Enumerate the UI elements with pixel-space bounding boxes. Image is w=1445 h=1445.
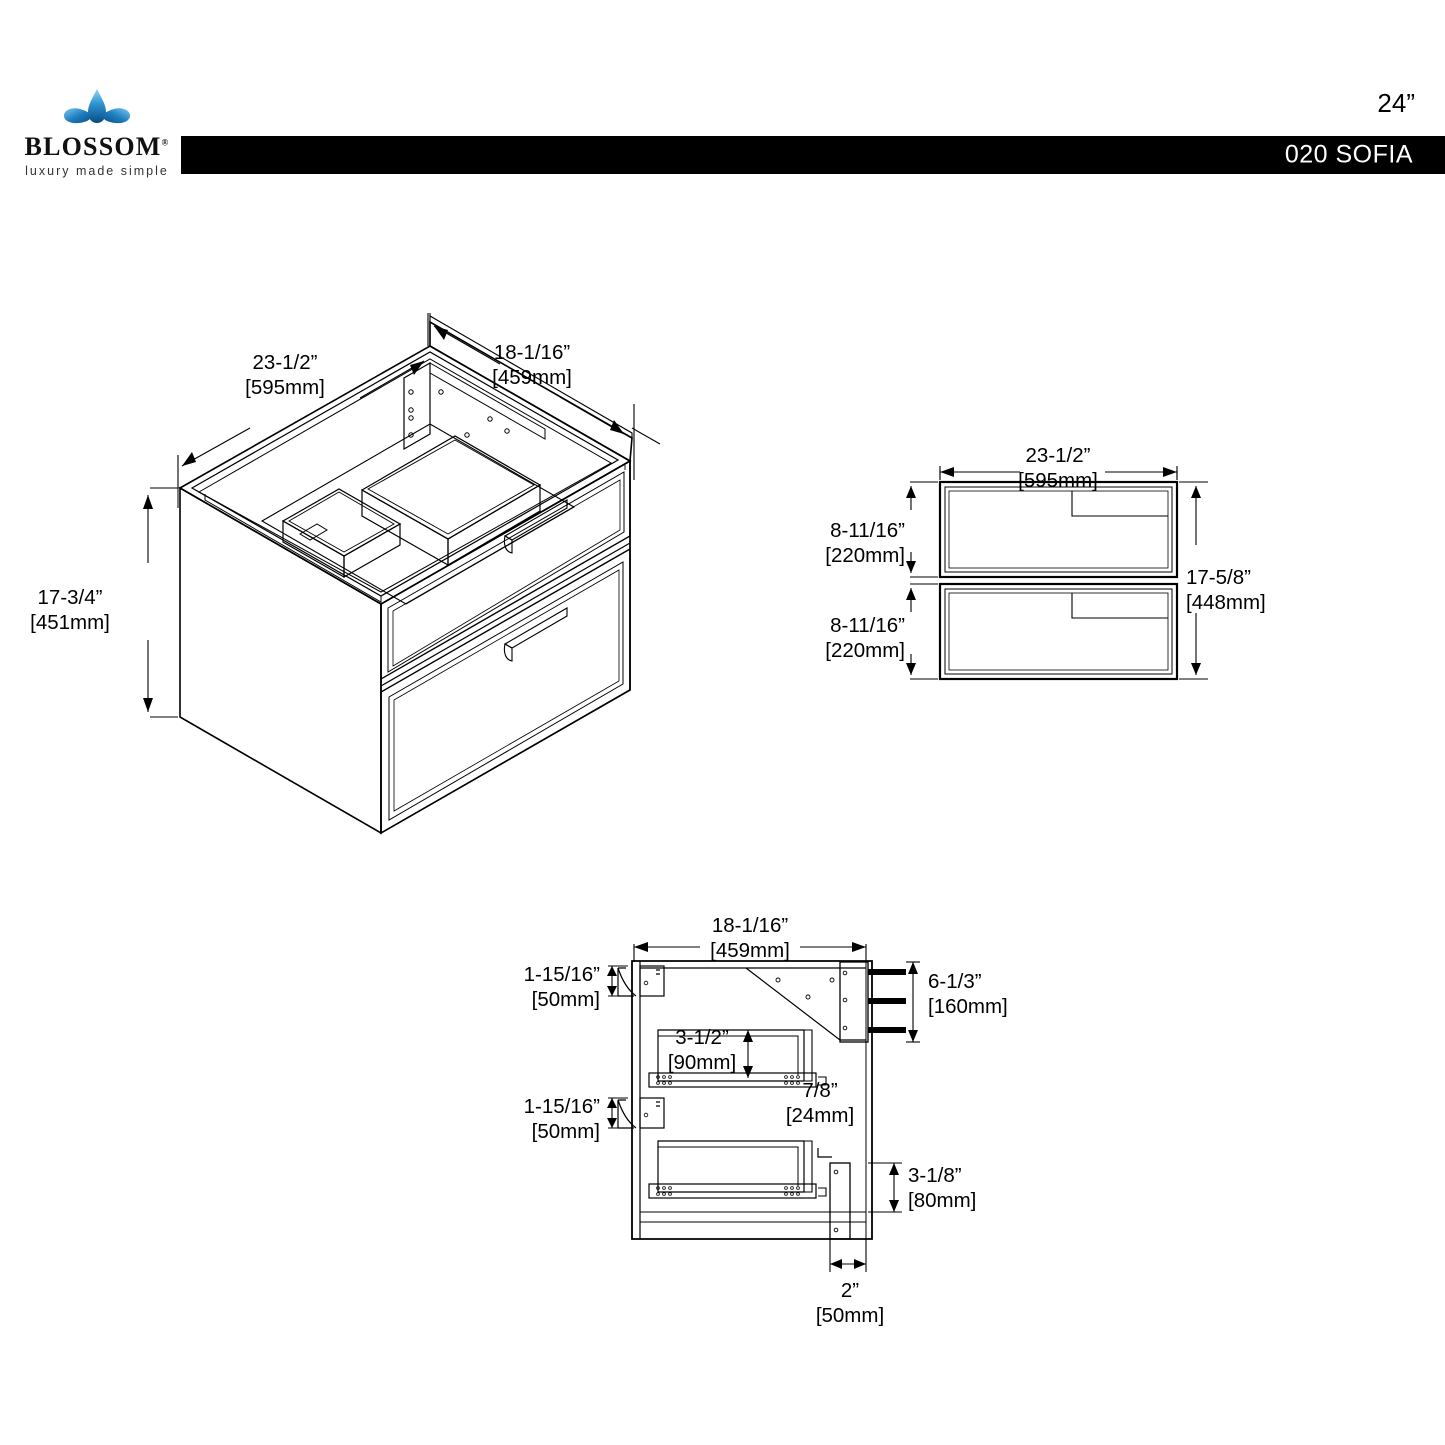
dim-side-hanger <box>906 961 920 1043</box>
dim-side-depth-inch: 18-1/16” <box>711 914 789 937</box>
dim-front-width-mm: [595mm] <box>1018 469 1098 492</box>
dim-label-iso-width: 23-1/2” [595mm] <box>205 350 365 400</box>
dim-front-upper-mm: [220mm] <box>825 544 905 567</box>
dim-label-side-clip-upper: 1-15/16” [50mm] <box>440 962 600 1012</box>
dim-iso-width <box>177 313 429 488</box>
dim-front-width-inch: 23-1/2” <box>1025 444 1091 467</box>
page-header: BLOSSOM® luxury made simple 24” 020 SOFI… <box>0 0 1445 190</box>
dim-side-drawer-height-mm: [90mm] <box>667 1051 737 1074</box>
dim-label-front-lower: 8-11/16” [220mm] <box>745 613 905 663</box>
dim-side-bottom-gap-mm: [80mm] <box>908 1189 977 1212</box>
product-size-label: 24” <box>1377 88 1415 118</box>
dim-label-front-upper: 8-11/16” [220mm] <box>745 518 905 568</box>
blossom-three-petal-icon <box>22 85 172 133</box>
dim-label-side-bottom-gap: 3-1/8” [80mm] <box>908 1163 1048 1213</box>
dim-label-iso-height: 17-3/4” [451mm] <box>0 585 145 635</box>
dim-label-side-bottom-inset: 2” [50mm] <box>790 1278 910 1328</box>
dim-side-rail-inch: 7/8” <box>802 1079 838 1102</box>
dim-front-upper-inch: 8-11/16” <box>830 519 905 542</box>
dim-iso-height-inch: 17-3/4” <box>37 586 103 609</box>
dim-side-clip-upper <box>607 965 628 997</box>
dim-front-total-mm: [448mm] <box>1186 591 1266 614</box>
dim-side-rail-thickness <box>817 1148 832 1158</box>
dim-side-bottom-gap <box>868 1162 902 1213</box>
header-title-bar: 020 SOFIA <box>181 136 1445 174</box>
dim-side-clip-upper-mm: [50mm] <box>531 988 600 1011</box>
dim-front-lower-inch: 8-11/16” <box>830 614 905 637</box>
dim-label-side-depth: 18-1/16” [459mm] <box>670 913 830 963</box>
dim-side-hanger-inch: 6-1/3” <box>928 970 982 993</box>
dim-iso-depth-mm: [459mm] <box>492 366 572 389</box>
dim-side-bottom-gap-inch: 3-1/8” <box>908 1164 962 1187</box>
brand-tagline: luxury made simple <box>25 164 169 178</box>
dim-iso-height <box>143 487 179 718</box>
dim-label-front-total: 17-5/8” [448mm] <box>1186 565 1346 615</box>
dim-label-iso-depth: 18-1/16” [459mm] <box>452 340 612 390</box>
dim-side-bottom-inset-mm: [50mm] <box>815 1304 885 1327</box>
dim-iso-width-mm: [595mm] <box>245 376 325 399</box>
dim-front-lower <box>906 583 938 680</box>
dim-iso-height-mm: [451mm] <box>30 611 110 634</box>
dim-side-clip-lower-mm: [50mm] <box>531 1120 600 1143</box>
dim-side-hanger-mm: [160mm] <box>928 995 1008 1018</box>
registered-mark: ® <box>161 137 170 148</box>
logo-svg <box>63 89 131 124</box>
dim-side-clip-lower <box>607 1097 628 1129</box>
dim-side-depth-mm: [459mm] <box>710 939 790 962</box>
dim-side-clip-lower-inch: 1-15/16” <box>523 1095 600 1118</box>
dim-label-side-clip-lower: 1-15/16” [50mm] <box>440 1094 600 1144</box>
dim-front-total-inch: 17-5/8” <box>1186 566 1251 589</box>
dim-label-front-width: 23-1/2” [595mm] <box>978 443 1138 493</box>
dim-side-drawer-height-inch: 3-1/2” <box>675 1026 729 1049</box>
dim-side-bottom-inset <box>829 1239 867 1272</box>
dim-side-bottom-inset-inch: 2” <box>840 1279 860 1302</box>
dim-label-side-hanger: 6-1/3” [160mm] <box>928 969 1068 1019</box>
dim-front-upper <box>906 481 938 578</box>
brand-logo: BLOSSOM® luxury made simple <box>22 85 172 180</box>
brand-name-text: BLOSSOM <box>24 132 162 161</box>
dim-front-lower-mm: [220mm] <box>825 639 905 662</box>
dim-iso-depth-inch: 18-1/16” <box>493 341 571 364</box>
dim-label-side-rail: 7/8” [24mm] <box>760 1078 880 1128</box>
front-elevation-view <box>906 466 1208 681</box>
dim-side-rail-mm: [24mm] <box>785 1104 855 1127</box>
model-title: 020 SOFIA <box>1284 140 1413 169</box>
dim-label-side-drawer-height: 3-1/2” [90mm] <box>652 1025 752 1075</box>
dim-side-clip-upper-inch: 1-15/16” <box>523 963 600 986</box>
dim-iso-width-inch: 23-1/2” <box>252 351 318 374</box>
brand-wordmark: BLOSSOM® <box>22 134 172 160</box>
